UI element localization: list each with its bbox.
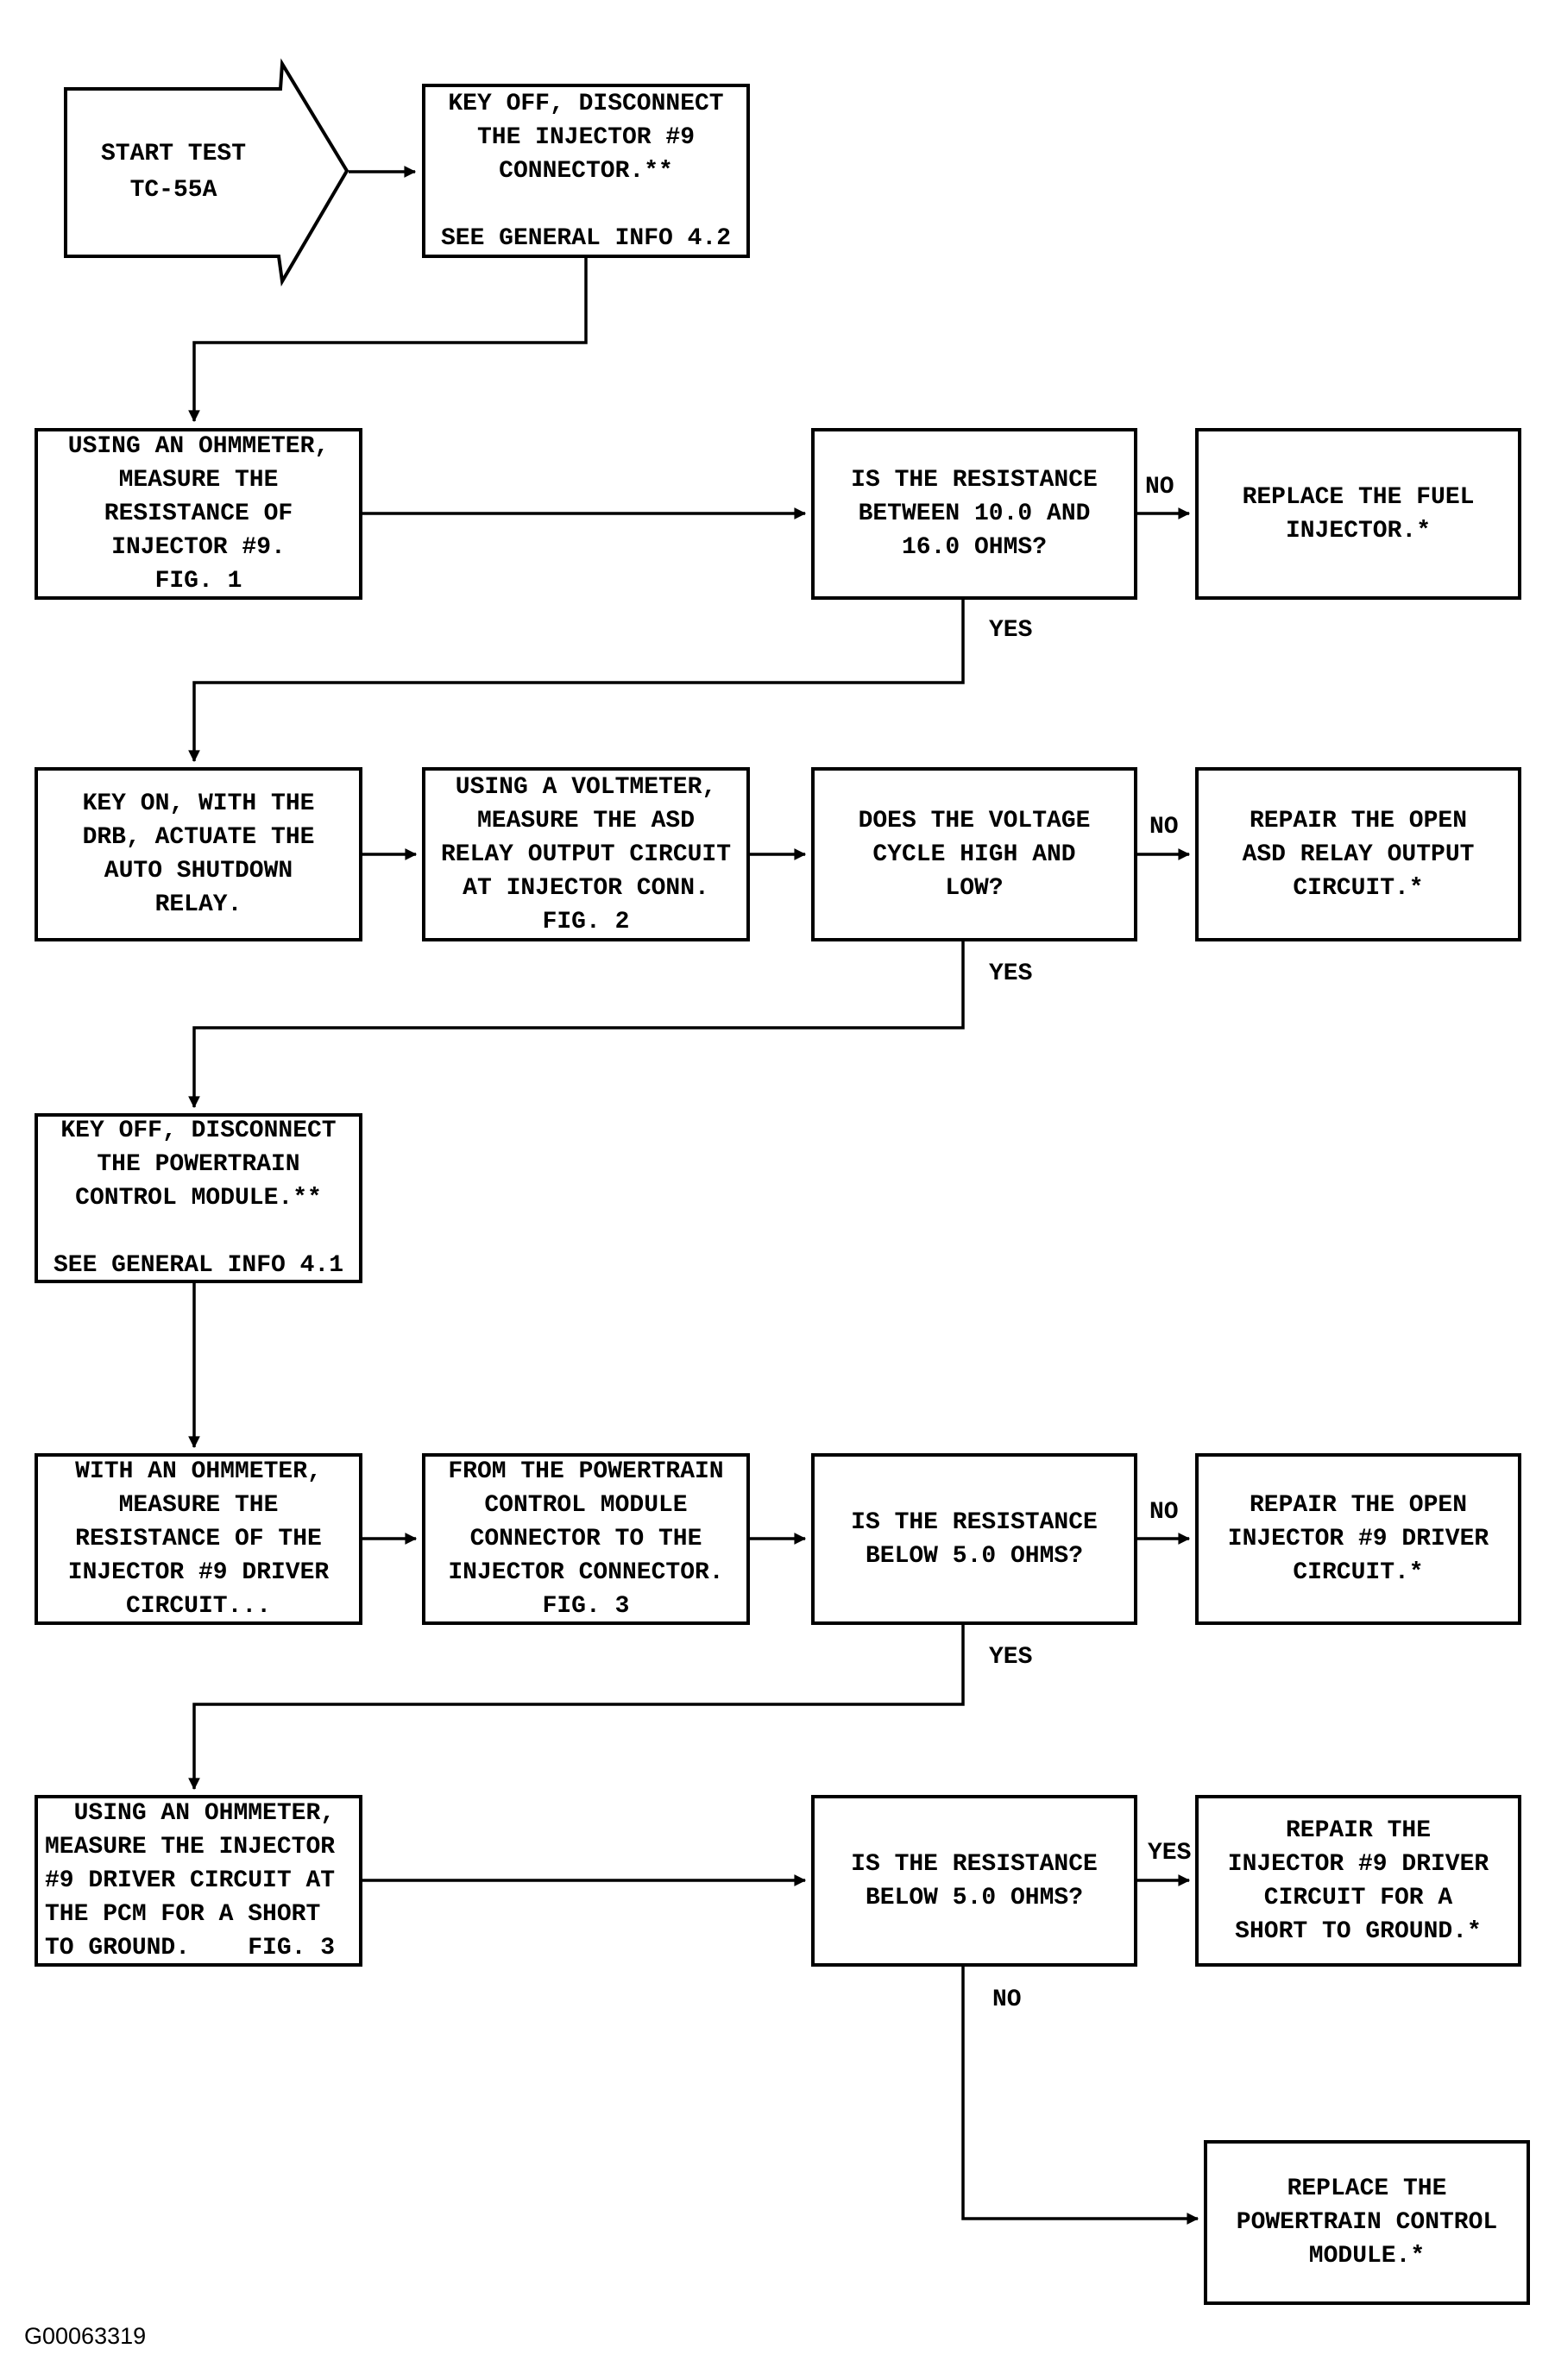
edge-label-no-3: NO [1149, 1499, 1179, 1526]
figure-id: G00063319 [24, 2323, 147, 2349]
decision-voltage-cycle: DOES THE VOLTAGE CYCLE HIGH AND LOW? [811, 767, 1137, 941]
connector-keyoff-to-measure [188, 258, 588, 423]
connector-decision4-no [961, 1967, 1199, 2225]
node-repair-open-asd-output: REPAIR THE OPEN ASD RELAY OUTPUT CIRCUIT… [1195, 767, 1521, 941]
edge-label-yes-1: YES [989, 617, 1033, 644]
connector-decision2-yes [188, 941, 965, 1109]
node-ohmmeter-driver-resistance: WITH AN OHMMETER, MEASURE THE RESISTANCE… [35, 1453, 362, 1625]
node-replace-pcm: REPLACE THE POWERTRAIN CONTROL MODULE.* [1204, 2140, 1530, 2305]
node-measure-injector-resistance: USING AN OHMMETER, MEASURE THE RESISTANC… [35, 428, 362, 600]
decision-resistance-below-5-short: IS THE RESISTANCE BELOW 5.0 OHMS? [811, 1795, 1137, 1967]
node-voltmeter-asd-output: USING A VOLTMETER, MEASURE THE ASD RELAY… [422, 767, 750, 941]
node-repair-open-driver-circuit: REPAIR THE OPEN INJECTOR #9 DRIVER CIRCU… [1195, 1453, 1521, 1625]
connector-decision3-yes [188, 1625, 965, 1791]
node-repair-driver-short-to-ground: REPAIR THE INJECTOR #9 DRIVER CIRCUIT FO… [1195, 1795, 1521, 1967]
start-banner-shape [64, 58, 349, 286]
node-key-on-actuate-asd-relay: KEY ON, WITH THE DRB, ACTUATE THE AUTO S… [35, 767, 362, 941]
node-replace-fuel-injector: REPLACE THE FUEL INJECTOR.* [1195, 428, 1521, 600]
decision-resistance-below-5-open: IS THE RESISTANCE BELOW 5.0 OHMS? [811, 1453, 1137, 1625]
edge-label-no-1: NO [1145, 474, 1174, 501]
edge-label-no-2: NO [1149, 814, 1179, 841]
node-key-off-disconnect-injector: KEY OFF, DISCONNECT THE INJECTOR #9 CONN… [422, 84, 750, 258]
node-key-off-disconnect-pcm: KEY OFF, DISCONNECT THE POWERTRAIN CONTR… [35, 1113, 362, 1283]
edge-label-no-4: NO [992, 1986, 1022, 2013]
connector-decision1-yes [188, 600, 965, 763]
edge-label-yes-4: YES [1148, 1840, 1192, 1867]
decision-resistance-10-16-ohms: IS THE RESISTANCE BETWEEN 10.0 AND 16.0 … [811, 428, 1137, 600]
edge-label-yes-2: YES [989, 960, 1033, 987]
node-start-test: START TEST TC-55A [100, 141, 247, 204]
node-pcm-to-injector-connector: FROM THE POWERTRAIN CONTROL MODULE CONNE… [422, 1453, 750, 1625]
node-ohmmeter-driver-short: USING AN OHMMETER, MEASURE THE INJECTOR … [35, 1795, 362, 1967]
edge-label-yes-3: YES [989, 1644, 1033, 1671]
